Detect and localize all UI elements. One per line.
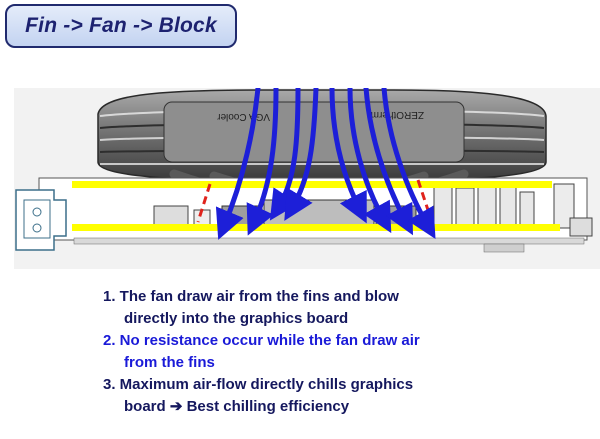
airflow-arrow — [269, 88, 301, 221]
airflow-arrows — [215, 88, 436, 240]
note-item-2: 2. No resistance occur while the fan dra… — [103, 330, 573, 374]
notes-list: 1. The fan draw air from the fins and bl… — [103, 286, 573, 418]
note-2-line-2: from the fins — [124, 354, 215, 371]
airflow-arrow — [329, 88, 367, 224]
airflow-arrow — [215, 88, 261, 240]
title-box: Fin -> Fan -> Block — [5, 4, 237, 48]
board-highlight-bottom — [72, 224, 560, 231]
airflow-arrow — [381, 88, 436, 239]
airflow-arrow — [363, 88, 413, 236]
airflow-arrow — [347, 88, 392, 234]
airflow-arrow — [284, 88, 319, 221]
note-item-1: 1. The fan draw air from the fins and bl… — [103, 286, 573, 330]
cooler-diagram: VGA Cooler ZEROtherm — [14, 88, 600, 269]
note-1-line-1: 1. The fan draw air from the fins and bl… — [103, 288, 399, 305]
note-item-3: 3. Maximum air-flow directly chills grap… — [103, 374, 573, 418]
heatsink-fins: VGA Cooler ZEROtherm — [97, 89, 547, 181]
page-title: Fin -> Fan -> Block — [25, 14, 217, 37]
graphics-board — [15, 177, 593, 253]
edge-marker-right — [416, 179, 434, 223]
cooler-product-label: VGA Cooler — [217, 111, 270, 122]
note-1-line-2: directly into the graphics board — [124, 310, 349, 327]
note-3-line-2: board ➔ Best chilling efficiency — [124, 398, 350, 415]
note-3-line-1: 3. Maximum air-flow directly chills grap… — [103, 376, 414, 393]
note-2-line-1: 2. No resistance occur while the fan dra… — [103, 332, 420, 349]
board-highlight-top — [72, 181, 552, 188]
edge-marker-left — [196, 183, 212, 223]
airflow-arrow — [246, 88, 279, 236]
cooler-brand-label: ZEROtherm — [371, 109, 424, 120]
